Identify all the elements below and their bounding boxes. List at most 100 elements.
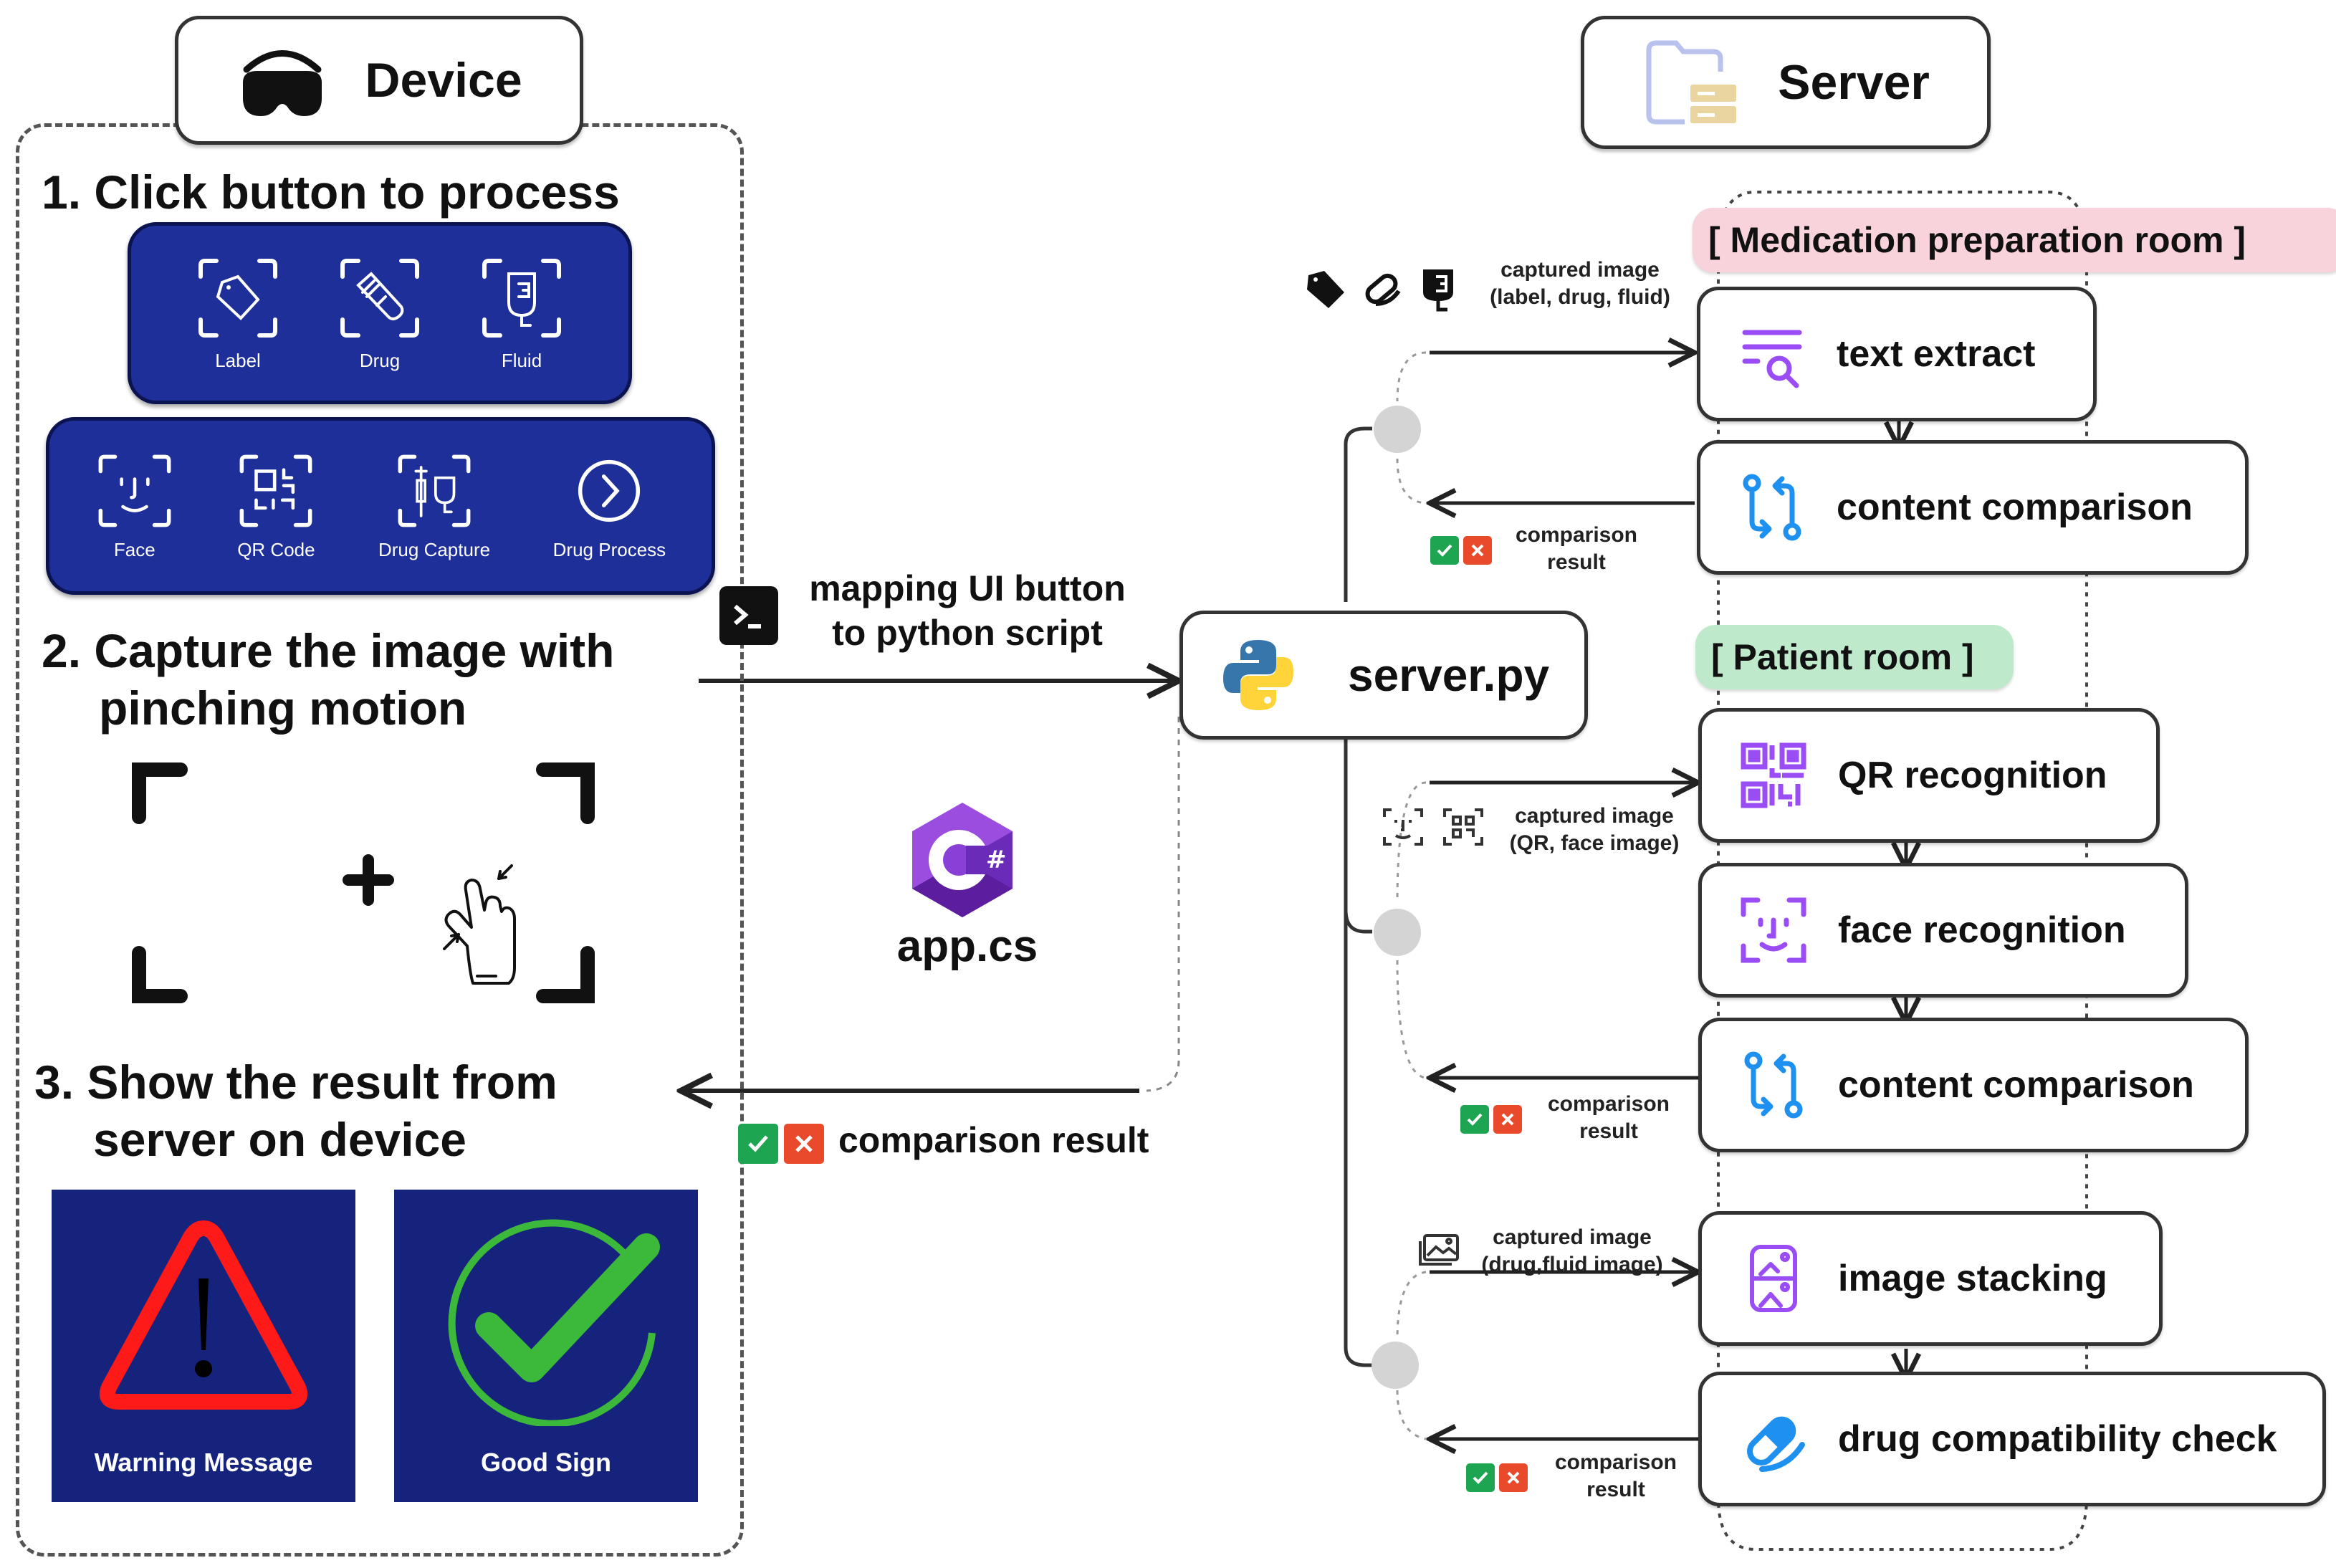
face-button-text: Face (113, 538, 155, 560)
content-comparison-label-1: content comparison (1837, 487, 2193, 528)
server-folder-icon (1646, 40, 1737, 125)
face-scan-icon (98, 454, 171, 527)
check-circle-icon (448, 1219, 660, 1426)
server-trunk (1344, 731, 1372, 1367)
iv-bag-icon (1423, 269, 1453, 312)
qr-scan-icon (239, 454, 312, 527)
good-sign-card: Good Sign (394, 1190, 698, 1502)
drug-process-button[interactable]: Drug Process (553, 451, 666, 561)
room1-output-label: comparison result (1498, 522, 1655, 576)
fluid-button-text: Fluid (501, 349, 542, 371)
good-sign-label: Good Sign (481, 1448, 611, 1477)
room1-output-line1: comparison (1515, 523, 1638, 547)
csharp-logo-icon: # (912, 803, 1013, 917)
device-header: Device (175, 16, 583, 145)
iv-bag-scan-icon (482, 258, 561, 338)
face-recognition-label: face recognition (1838, 909, 2126, 951)
face-recognition-node[interactable]: face recognition (1698, 863, 2188, 998)
medication-room-tag: [ Medication preparation room ] (1693, 208, 2336, 272)
room1-input-label: captured image (label, drug, fluid) (1476, 257, 1684, 311)
content-comparison-label-2: content comparison (1838, 1064, 2194, 1106)
fluid-button[interactable]: Fluid (479, 255, 565, 372)
drug-button[interactable]: Drug (337, 255, 423, 372)
input-icons-room2 (1382, 805, 1485, 848)
text-extract-label: text extract (1837, 333, 2036, 375)
room1-input-line2: (label, drug, fluid) (1490, 285, 1670, 309)
room2-output-line2: result (1579, 1119, 1638, 1143)
room3-input-line1: captured image (1493, 1225, 1652, 1249)
content-comparison-node-1[interactable]: content comparison (1697, 440, 2249, 575)
warning-message-label: Warning Message (94, 1448, 313, 1477)
content-comparison-node-2[interactable]: content comparison (1698, 1018, 2249, 1152)
drug-process-button-text: Drug Process (552, 538, 666, 560)
drug-button-text: Drug (359, 349, 401, 371)
label-button-text: Label (215, 349, 261, 371)
compare-arrows-icon (1744, 1051, 1803, 1119)
qr-recognition-node[interactable]: QR recognition (1698, 708, 2160, 843)
room2-check-icon (1460, 1105, 1489, 1134)
room1-check-icon (1430, 536, 1459, 565)
return-dashed-path (1146, 717, 1180, 1092)
compare-arrows-icon (1743, 474, 1801, 541)
server-header: Server (1581, 16, 1991, 149)
drug-compatibility-node[interactable]: drug compatibility check (1698, 1372, 2326, 1506)
qr-code-icon (1741, 742, 1806, 808)
label-button[interactable]: Label (195, 255, 281, 372)
junction-room1 (1374, 406, 1421, 453)
syringe-scan-icon (398, 454, 471, 527)
drug-compatibility-label: drug compatibility check (1838, 1418, 2277, 1460)
text-search-icon (1742, 330, 1802, 388)
terminal-icon (719, 586, 778, 645)
warning-triangle-icon (99, 1220, 308, 1410)
image-stacking-node[interactable]: image stacking (1698, 1211, 2163, 1346)
image-stack-icon (1750, 1245, 1797, 1312)
step1-title: 1. Click button to process (42, 166, 620, 219)
python-logo-icon (1223, 640, 1293, 710)
check-icon (738, 1124, 778, 1164)
text-extract-node[interactable]: text extract (1697, 287, 2097, 421)
step2-title-line1: 2. Capture the image with (42, 624, 615, 677)
junction-room3 (1372, 1342, 1419, 1389)
face-button[interactable]: Face (95, 451, 174, 561)
junction-room2 (1374, 909, 1421, 956)
drug-capture-button[interactable]: Drug Capture (378, 451, 490, 561)
room1-output-line2: result (1547, 550, 1606, 574)
input-icons-room1 (1304, 267, 1457, 312)
room2-input-label: captured image (QR, face image) (1490, 803, 1698, 857)
server-py-node[interactable]: server.py (1179, 611, 1588, 740)
mapping-label-line2: to python script (832, 613, 1103, 653)
patient-room-tag: [ Patient room ] (1695, 625, 2014, 689)
mapping-label: mapping UI button to python script (788, 566, 1147, 655)
room3-output-label: comparison result (1533, 1449, 1698, 1504)
face-scan-small-icon (1383, 808, 1423, 846)
room2-input-line1: captured image (1515, 804, 1674, 828)
chevron-circle-icon (578, 459, 641, 522)
room2-input-line2: (QR, face image) (1509, 831, 1680, 855)
step2-title-line2: pinching motion (99, 682, 467, 735)
room3-cross-icon (1499, 1463, 1528, 1492)
capsule-icon (1365, 273, 1401, 306)
room1-input-line1: captured image (1500, 258, 1660, 282)
face-id-icon (1741, 897, 1806, 963)
comparison-result-label: comparison result (838, 1120, 1149, 1160)
app-cs-label: app.cs (896, 922, 1038, 971)
ui-panel-primary: Label Drug Fluid (128, 222, 632, 404)
plus-icon (343, 854, 394, 906)
room3-output-line2: result (1586, 1478, 1645, 1501)
step3-title: 3. Show the result from server on device (34, 1053, 557, 1168)
room3-output-line1: comparison (1554, 1450, 1677, 1474)
tag-scan-icon (198, 258, 277, 338)
qr-recognition-label: QR recognition (1838, 755, 2107, 796)
qr-code-button[interactable]: QR Code (236, 451, 315, 561)
qr-code-button-text: QR Code (237, 538, 315, 560)
step2-title: 2. Capture the image with pinching motio… (42, 622, 614, 737)
device-title: Device (365, 53, 522, 107)
mapping-label-line1: mapping UI button (809, 568, 1126, 608)
image-stacking-label: image stacking (1838, 1258, 2107, 1299)
qr-scan-small-icon (1443, 808, 1483, 846)
image-stack-small-icon (1419, 1234, 1459, 1266)
pinch-gesture-icon (443, 864, 516, 985)
step3-title-line2: server on device (93, 1113, 466, 1166)
pill-capsule-icon (1747, 1416, 1805, 1472)
step3-title-line1: 3. Show the result from (34, 1056, 557, 1109)
